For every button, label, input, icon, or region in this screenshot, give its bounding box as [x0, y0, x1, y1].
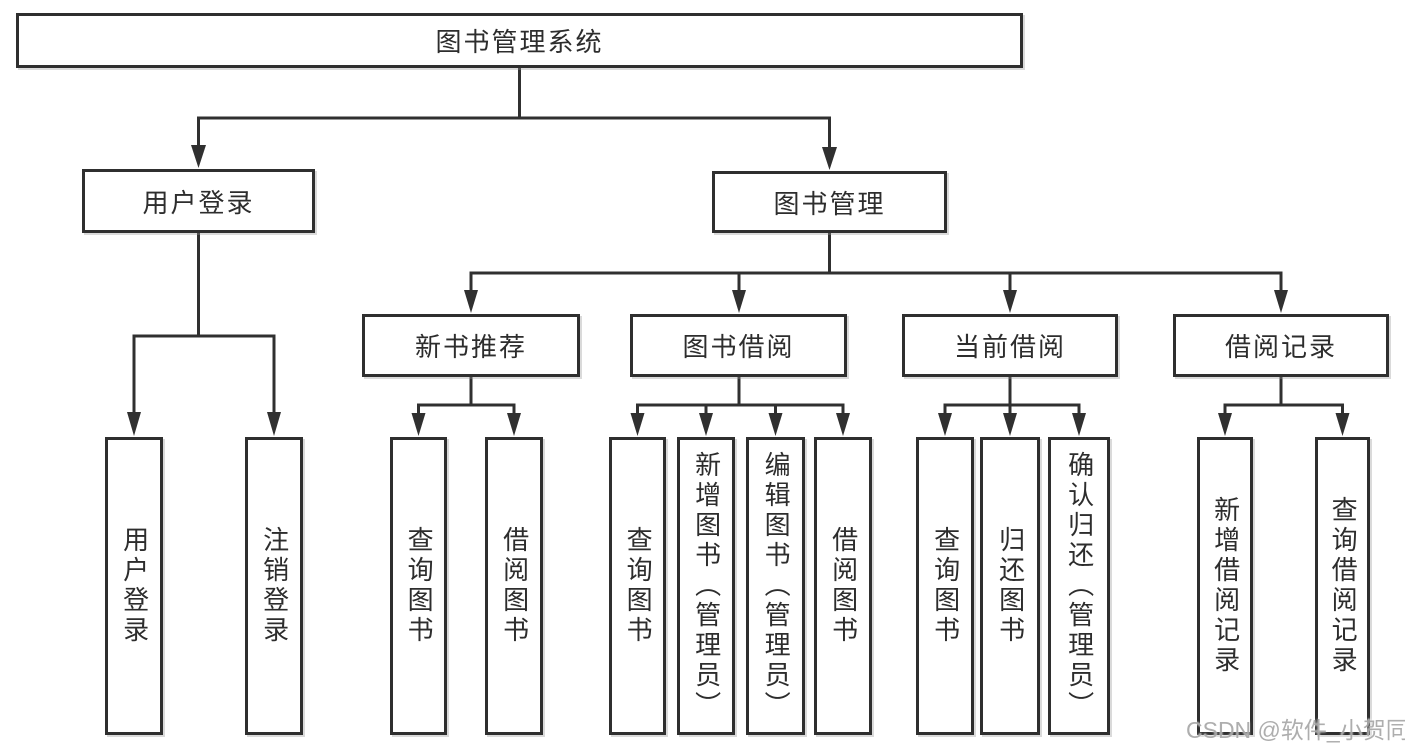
leaf-confirm-return-admin: 确认归还（管理员）: [1048, 437, 1110, 735]
leaf-borrow-books-borrowing: 借阅图书: [814, 437, 872, 735]
leaf-user-login-label: 用户登录: [119, 526, 150, 646]
leaf-query-books-recommend: 查询图书: [390, 437, 447, 735]
node-book-management: 图书管理: [712, 171, 947, 233]
leaf-add-borrow-record-label: 新增借阅记录: [1210, 496, 1241, 676]
connector-current-borrowing: [938, 377, 1086, 436]
leaf-query-books-current-label: 查询图书: [930, 526, 961, 646]
leaf-edit-books-admin: 编辑图书（管理员）: [746, 437, 805, 735]
leaf-query-books-borrowing-label: 查询图书: [623, 526, 654, 646]
node-current-borrowing: 当前借阅: [902, 314, 1118, 377]
node-book-management-label: 图书管理: [773, 188, 886, 219]
node-book-borrowing-label: 图书借阅: [682, 332, 795, 362]
connector-book-management: [464, 233, 1288, 313]
leaf-return-books: 归还图书: [980, 437, 1040, 735]
node-new-book-recommend-label: 新书推荐: [414, 332, 527, 362]
connector-book-borrowing: [630, 377, 850, 436]
leaf-add-borrow-record: 新增借阅记录: [1197, 437, 1253, 735]
leaf-borrow-books-borrowing-label: 借阅图书: [828, 526, 859, 646]
leaf-query-borrow-record-label: 查询借阅记录: [1328, 496, 1359, 676]
node-current-borrowing-label: 当前借阅: [953, 332, 1066, 362]
leaf-return-books-label: 归还图书: [995, 526, 1026, 646]
csdn-watermark: CSDN @软件_小贺同学: [1186, 717, 1405, 743]
connector-new-book-recommend: [411, 377, 521, 436]
leaf-borrow-books-recommend: 借阅图书: [485, 437, 543, 735]
node-book-borrowing: 图书借阅: [630, 314, 847, 377]
node-new-book-recommend: 新书推荐: [362, 314, 580, 377]
node-root: 图书管理系统: [16, 13, 1023, 68]
leaf-query-books-recommend-label: 查询图书: [404, 526, 435, 646]
node-user-login-label: 用户登录: [142, 187, 255, 218]
node-user-login: 用户登录: [82, 169, 315, 233]
leaf-query-borrow-record: 查询借阅记录: [1315, 437, 1370, 735]
leaf-query-books-borrowing: 查询图书: [609, 437, 666, 735]
leaf-borrow-books-recommend-label: 借阅图书: [499, 526, 530, 646]
connector-user-login: [127, 233, 281, 436]
leaf-query-books-current: 查询图书: [916, 437, 974, 735]
leaf-confirm-return-admin-label: 确认归还（管理员）: [1064, 451, 1095, 721]
leaf-add-books-admin: 新增图书（管理员）: [677, 437, 735, 735]
node-borrowing-records-label: 借阅记录: [1224, 332, 1337, 362]
node-root-label: 图书管理系统: [435, 27, 604, 57]
leaf-logout-login-label: 注销登录: [259, 526, 290, 646]
connector-root: [191, 68, 837, 170]
leaf-edit-books-admin-label: 编辑图书（管理员）: [761, 451, 792, 721]
connector-borrowing-records: [1218, 377, 1350, 436]
leaf-logout-login: 注销登录: [245, 437, 303, 735]
leaf-add-books-admin-label: 新增图书（管理员）: [691, 451, 722, 721]
node-borrowing-records: 借阅记录: [1173, 314, 1389, 377]
leaf-user-login: 用户登录: [105, 437, 163, 735]
